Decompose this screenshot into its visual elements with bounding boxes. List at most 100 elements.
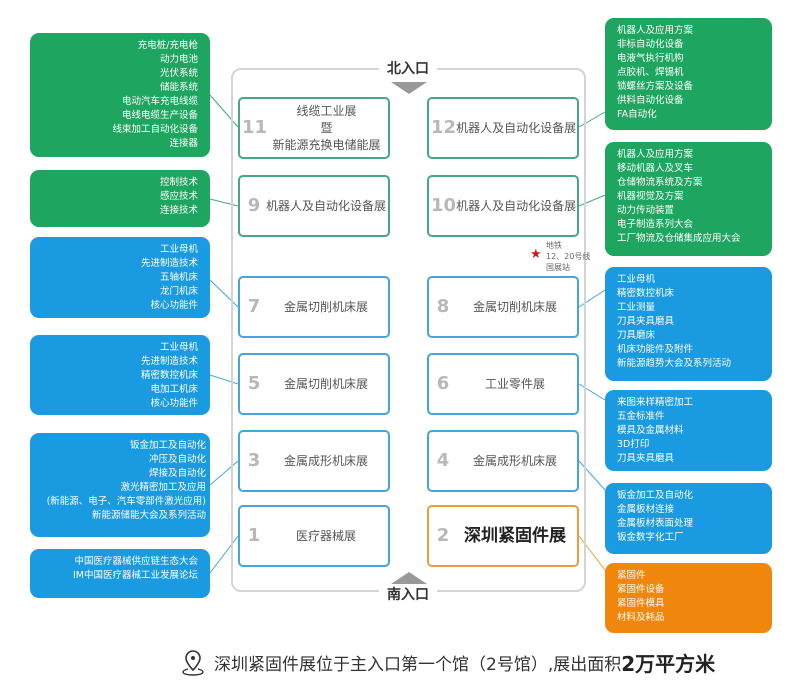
hall-name: 金属成形机床展: [455, 453, 575, 470]
category-item: 焊接及自动化: [148, 468, 206, 479]
connector-line: [209, 279, 239, 308]
category-box-hall-3: 钣金加工及自动化冲压及自动化焊接及自动化激光精密加工及应用(新能源、电子、汽车零…: [30, 433, 210, 537]
hall-name: 机器人及自动化设备展: [266, 198, 386, 215]
hall-name-line: 金属切削机床展: [472, 299, 557, 314]
category-item: 工业母机: [159, 244, 198, 255]
hall-name-line: 机器人及自动化设备展: [266, 198, 387, 213]
hall-name: 金属切削机床展: [266, 376, 386, 393]
hall-number: 11: [242, 117, 268, 138]
metro-line: 国展站: [546, 263, 570, 272]
category-item: 电线电缆生产设备: [121, 110, 198, 121]
location-pin-icon: [182, 649, 204, 676]
category-item: FA自动化: [617, 109, 657, 120]
category-item: 五轴机床: [159, 272, 198, 283]
category-item: 钣金数字化工厂: [617, 532, 684, 543]
category-item: 先进制造技术: [140, 356, 198, 367]
category-item: 钣金加工及自动化: [129, 440, 206, 451]
category-item: 模具及金属材料: [617, 425, 684, 436]
category-item: 核心功能件: [150, 398, 198, 409]
hall-name: 深圳紧固件展: [455, 525, 575, 546]
category-box-hall-12: 机器人及应用方案非标自动化设备电液气执行机构点胶机、焊锡机锁螺丝方案及设备供料自…: [605, 18, 772, 130]
category-item: 连接技术: [159, 205, 198, 216]
category-item: 电液气执行机构: [617, 53, 684, 64]
category-box-hall-9: 控制技术感应技术连接技术: [30, 170, 210, 227]
category-item: 工业母机: [617, 274, 656, 285]
metro-star-icon: ★: [530, 247, 542, 262]
category-item: 机器人及应用方案: [617, 149, 694, 160]
connector-line: [578, 194, 606, 207]
connector-line: [209, 535, 239, 574]
hall-9[interactable]: 9 机器人及自动化设备展: [238, 175, 390, 237]
category-item: 激光精密加工及应用: [120, 482, 206, 493]
hall-name-line: 深圳紧固件展: [464, 525, 566, 546]
category-item: 核心功能件: [150, 300, 198, 311]
metro-line: 地铁: [546, 241, 562, 250]
category-item: 中国医疗器械供应链生态大会: [74, 556, 198, 567]
hall-name: 工业零件展: [455, 376, 575, 393]
category-item: 储能系统: [159, 82, 198, 93]
category-item: 紧固件模具: [617, 598, 665, 609]
hall-name-line: 金属成形机床展: [283, 453, 368, 468]
hall-number: 12: [431, 117, 457, 138]
category-item: 电子制造系列大会: [617, 219, 694, 230]
hall-name: 线缆工业展暨新能源充换电储能展: [267, 103, 386, 154]
category-item: 材料及耗品: [617, 612, 665, 623]
connector-line: [209, 460, 239, 486]
connector-line: [578, 535, 606, 571]
footer-area-highlight: 2万平方米: [621, 652, 716, 676]
category-box-hall-5: 工业母机先进制造技术精密数控机床电加工机床核心功能件: [30, 335, 210, 415]
category-item: 电动汽车充电线缆: [121, 96, 198, 107]
category-item: 龙门机床: [159, 286, 198, 297]
hall-name-line: 新能源充换电储能展: [272, 137, 381, 152]
north-entrance-label: 北入口: [379, 58, 437, 78]
category-item: 工厂物流及仓储集成应用大会: [617, 233, 741, 244]
metro-label: 地铁 12、20号线 国展站: [546, 240, 590, 273]
hall-name: 机器人及自动化设备展: [456, 120, 576, 137]
hall-name: 机器人及自动化设备展: [456, 198, 576, 215]
category-item: 冲压及自动化: [148, 454, 206, 465]
hall-name: 医疗器械展: [266, 528, 386, 545]
category-item: 刀具夹具磨具: [617, 453, 675, 464]
connector-line: [209, 198, 239, 207]
category-box-hall-10: 机器人及应用方案移动机器人及叉车仓储物流系统及方案机器视觉及方案动力传动装置电子…: [605, 142, 772, 256]
connector-line: [578, 460, 606, 491]
hall-number: 1: [247, 525, 261, 546]
category-item: 机器视觉及方案: [617, 191, 684, 202]
hall-number: 9: [247, 195, 261, 216]
hall-name-line: 金属切削机床展: [283, 376, 368, 391]
category-item: 先进制造技术: [140, 258, 198, 269]
footer-text: 深圳紧固件展位于主入口第一个馆（2号馆）,展出面积: [214, 655, 622, 675]
category-box-hall-7: 工业母机先进制造技术五轴机床龙门机床核心功能件: [30, 237, 210, 318]
category-item: 移动机器人及叉车: [617, 163, 694, 174]
connector-line: [209, 374, 239, 385]
category-item: 紧固件: [617, 570, 646, 581]
category-item: 供料自动化设备: [617, 95, 684, 106]
hall-number: 2: [436, 525, 450, 546]
category-item: 锁螺丝方案及设备: [617, 81, 694, 92]
category-item: 机器人及应用方案: [617, 25, 694, 36]
hall-2[interactable]: 2 深圳紧固件展: [427, 505, 579, 567]
category-item: 刀具磨床: [617, 330, 656, 341]
connector-line: [209, 94, 239, 128]
connector-line: [578, 289, 606, 308]
connector-line: [578, 383, 606, 401]
hall-1[interactable]: 1 医疗器械展: [238, 505, 390, 567]
hall-number: 7: [247, 296, 261, 317]
category-item: 感应技术: [159, 191, 198, 202]
category-item: 新能源储能大会及系列活动: [91, 510, 206, 521]
hall-name-line: 医疗器械展: [295, 528, 356, 543]
category-box-hall-8: 工业母机精密数控机床工业测量刀具夹具磨具刀具磨床机床功能件及附件新能源趋势大会及…: [605, 267, 772, 381]
hall-name: 金属成形机床展: [266, 453, 386, 470]
south-entrance-label: 南入口: [379, 584, 437, 604]
